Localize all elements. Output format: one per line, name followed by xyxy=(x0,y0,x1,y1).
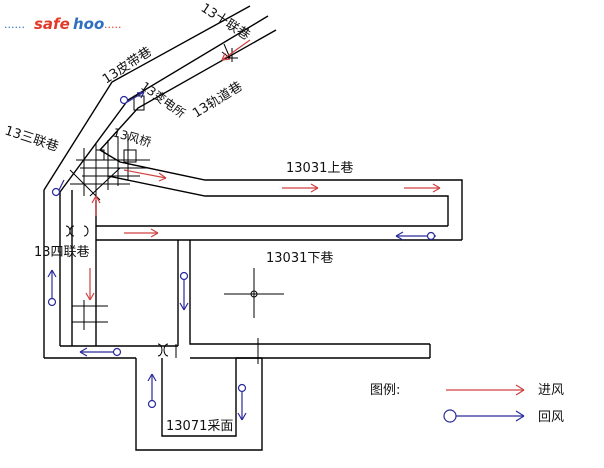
door-icon xyxy=(221,43,238,62)
return-arrow xyxy=(51,179,65,197)
intake-arrow xyxy=(282,183,319,193)
label-lower-lane: 13031下巷 xyxy=(266,251,333,266)
label-working-face: 13071采面 xyxy=(166,419,233,434)
stopping-icon xyxy=(72,300,108,330)
wind-bridge-junction xyxy=(69,95,150,201)
intake-arrow xyxy=(124,228,159,238)
intake-arrow xyxy=(221,39,251,61)
wind-bridge-box xyxy=(123,149,137,163)
panel-boundary xyxy=(189,240,430,345)
working-face-inner xyxy=(161,358,237,437)
label-lane-13-4: 13四联巷 xyxy=(34,245,90,260)
upper-lane-outer xyxy=(99,149,463,238)
label-upper-lane: 13031上巷 xyxy=(286,161,353,176)
crosshair-icon xyxy=(224,268,284,318)
airway-network xyxy=(43,5,463,451)
legend-return-arrow xyxy=(443,409,525,423)
belt-lane-outer xyxy=(43,5,251,191)
intake-arrow xyxy=(404,183,441,193)
label-substation: 13变电所 xyxy=(138,78,188,120)
watermark-brand-b: hoo xyxy=(73,15,104,33)
substation-box xyxy=(133,95,145,111)
legend: 图例: 进风 回风 xyxy=(370,383,564,425)
return-arrow xyxy=(179,271,189,311)
return-arrow xyxy=(147,373,157,409)
intake-arrows xyxy=(85,39,525,396)
upper-lane-inner xyxy=(107,175,449,226)
label-track-lane: 13轨道巷 xyxy=(190,79,245,121)
return-arrow xyxy=(119,91,145,105)
door-icon xyxy=(157,343,177,358)
return-arrows xyxy=(47,91,525,423)
watermark-brand-a: safe xyxy=(34,15,70,33)
return-arrow xyxy=(47,269,57,307)
legend-intake-arrow xyxy=(446,384,525,396)
door-marks xyxy=(65,43,259,364)
label-lane-13-10: 13十联巷 xyxy=(198,1,253,44)
legend-title: 图例: xyxy=(370,383,400,398)
watermark-logo: ...... safe hoo ..... xyxy=(4,15,121,33)
legend-return-label: 回风 xyxy=(538,410,564,425)
watermark-prefix: ...... xyxy=(4,18,25,31)
diagram-labels: 13十联巷 13皮带巷 13变电所 13轨道巷 13三联巷 13风桥 13031… xyxy=(3,1,354,434)
intake-arrow xyxy=(123,169,167,182)
return-arrow xyxy=(395,231,436,241)
return-arrow xyxy=(79,347,122,357)
label-wind-bridge: 13风桥 xyxy=(111,125,153,149)
legend-intake-label: 进风 xyxy=(538,383,564,398)
track-lane-outer xyxy=(99,29,277,151)
door-icon xyxy=(65,225,89,237)
label-lane-13-3: 13三联巷 xyxy=(3,124,60,155)
working-face-outer xyxy=(135,358,263,451)
watermark-suffix: ..... xyxy=(104,18,121,31)
return-arrow xyxy=(237,383,247,421)
intake-arrow xyxy=(85,268,95,301)
intake-arrow xyxy=(91,195,101,216)
